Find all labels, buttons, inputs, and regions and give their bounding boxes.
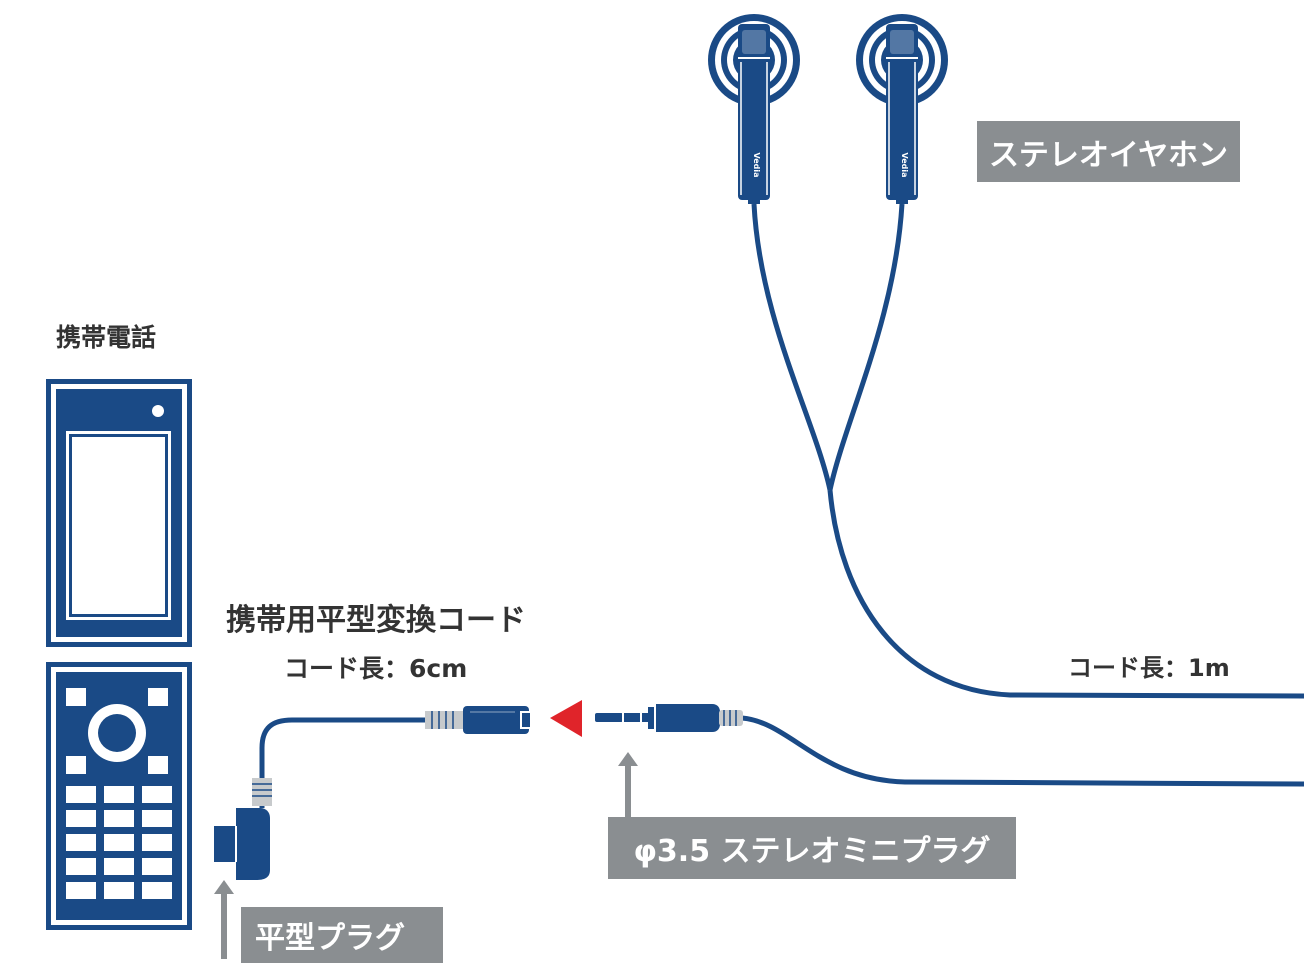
adapter-cord bbox=[259, 706, 530, 808]
earphones-icon: Vedia Vedia bbox=[708, 14, 948, 204]
earphone-cord-length-label: コード長：1m bbox=[1068, 654, 1230, 682]
red-triangle-arrow-icon bbox=[550, 700, 582, 737]
mobile-phone-icon bbox=[46, 379, 192, 930]
phone-label: 携帯電話 bbox=[56, 323, 157, 352]
mini-plug-label: φ3.5 ステレオミニプラグ bbox=[608, 817, 1016, 879]
flat-plug-arrow-shaft bbox=[221, 893, 227, 959]
earphone-cord bbox=[741, 203, 1304, 787]
left-earbud bbox=[708, 14, 800, 204]
adapter-cord-length-label: コード長：6cm bbox=[284, 654, 468, 683]
flat-plug bbox=[214, 778, 272, 880]
earphones-label: ステレオイヤホン bbox=[977, 121, 1240, 182]
right-earbud bbox=[856, 14, 948, 204]
mini-plug-arrow-shaft bbox=[625, 765, 631, 817]
flat-plug-arrow-head bbox=[214, 880, 234, 894]
left-earbud-brand: Vedia bbox=[752, 152, 761, 177]
flat-plug-label: 平型プラグ bbox=[241, 907, 443, 963]
mini-plug-arrow-head bbox=[618, 752, 638, 766]
stereo-mini-plug bbox=[595, 704, 743, 732]
right-earbud-brand: Vedia bbox=[900, 152, 909, 177]
adapter-title-label: 携帯用平型変換コード bbox=[226, 603, 526, 638]
